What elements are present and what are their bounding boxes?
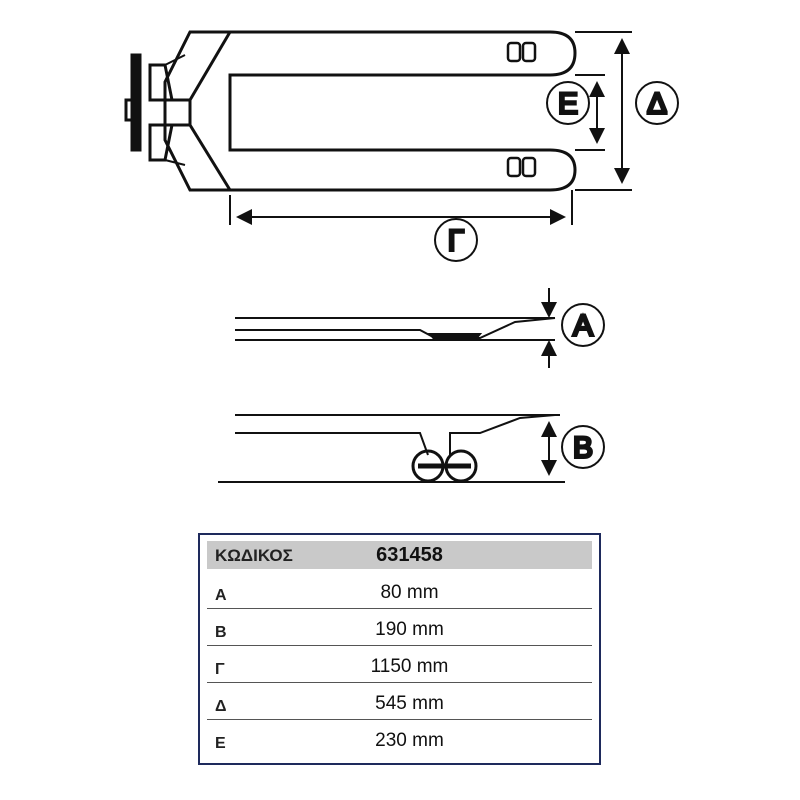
side-view-raised xyxy=(218,414,605,483)
row-value: 230 mm xyxy=(375,730,444,751)
row-value: 545 mm xyxy=(375,693,444,714)
dimension-delta xyxy=(575,31,679,191)
row-key: Α xyxy=(215,587,227,604)
dimension-gamma xyxy=(229,190,573,262)
row-key: Ε xyxy=(215,735,226,752)
row-value: 80 mm xyxy=(380,582,439,603)
label-epsilon: Ε xyxy=(558,88,578,121)
row-value: 1150 mm xyxy=(370,656,449,677)
table-row: Δ 545 mm xyxy=(207,682,592,720)
code-label: ΚΩΔΙΚΟΣ xyxy=(215,546,293,565)
table-row: Β 190 mm xyxy=(207,608,592,646)
side-view-lowered xyxy=(235,288,605,368)
row-key: Γ xyxy=(215,661,225,678)
specifications-table: ΚΩΔΙΚΟΣ 631458 Α 80 mm Β 190 mm Γ 1150 mm Δ… xyxy=(198,533,601,765)
label-gamma: Γ xyxy=(448,225,465,258)
row-key: Β xyxy=(215,624,227,641)
code-value: 631458 xyxy=(376,544,443,566)
table-row: Ε 230 mm xyxy=(207,719,592,756)
label-a: A xyxy=(573,310,593,343)
label-b: B xyxy=(573,432,593,465)
label-delta: Δ xyxy=(647,88,667,121)
table-header: ΚΩΔΙΚΟΣ 631458 xyxy=(207,541,592,569)
table-row: Γ 1150 mm xyxy=(207,645,592,683)
row-value: 190 mm xyxy=(375,619,444,640)
row-key: Δ xyxy=(215,698,227,715)
dimension-epsilon xyxy=(546,74,605,151)
table-row: Α 80 mm xyxy=(207,571,592,609)
fork-wheels-upper xyxy=(506,41,537,63)
top-view xyxy=(124,30,577,192)
fork-wheels-lower xyxy=(506,156,537,178)
